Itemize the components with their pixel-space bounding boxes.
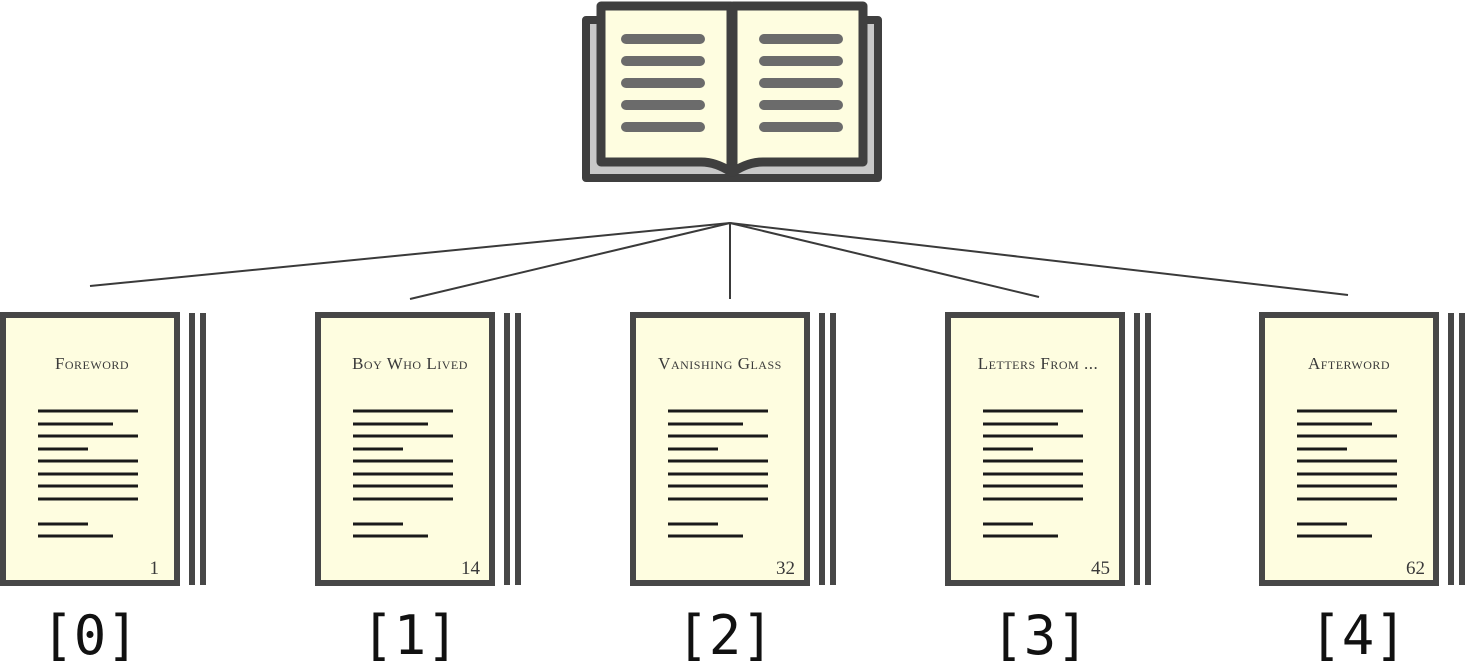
page-number: 45 — [1091, 558, 1110, 579]
page-stack-edge — [200, 313, 206, 585]
chapter-title: Vanishing Glass — [658, 354, 782, 373]
chapter-title: Letters From ... — [978, 354, 1098, 373]
page-stack-edge — [830, 313, 836, 585]
connector-1 — [409, 222, 731, 300]
page-text-lines — [38, 409, 138, 538]
page-stack-edge — [515, 313, 521, 585]
page-number: 14 — [461, 558, 481, 579]
page-sheet — [945, 312, 1125, 586]
chapter-index: [1] — [361, 604, 459, 667]
page-sheet — [0, 312, 180, 586]
page-text-lines — [668, 409, 768, 538]
chapter-index: [4] — [1309, 604, 1407, 667]
page-text-lines — [353, 409, 453, 538]
chapter-title: Foreword — [55, 354, 129, 373]
chapter-title: Afterword — [1308, 354, 1390, 373]
page-sheet — [315, 312, 495, 586]
connectors — [89, 222, 1349, 300]
chapter-index: [0] — [41, 604, 139, 667]
open-book-icon — [582, 1, 882, 182]
page-stack-edge — [1459, 313, 1465, 585]
chapter-card-0: Foreword 1 — [0, 312, 206, 586]
page-stack-edge — [1448, 313, 1454, 585]
book-text-lines — [621, 34, 843, 132]
page-stack-edge — [504, 313, 510, 585]
connector-0 — [89, 222, 731, 287]
chapter-index: [2] — [676, 604, 774, 667]
chapter-index: [3] — [991, 604, 1089, 667]
page-stack-edge — [189, 313, 195, 585]
page-number: 62 — [1406, 558, 1425, 579]
page-number: 32 — [776, 558, 795, 579]
page-number: 1 — [150, 558, 160, 579]
chapter-card-1: Boy Who Lived 14 — [315, 312, 521, 586]
page-stack-edge — [819, 313, 825, 585]
connector-3 — [729, 222, 1040, 298]
chapter-card-4: Afterword 62 — [1259, 312, 1465, 586]
page-sheet — [630, 312, 810, 586]
chapter-card-3: Letters From ... 45 — [945, 312, 1151, 586]
page-sheet — [1259, 312, 1439, 586]
page-text-lines — [1297, 409, 1397, 538]
chapter-card-2: Vanishing Glass 32 — [630, 312, 836, 586]
connector-4 — [729, 222, 1349, 296]
page-text-lines — [983, 409, 1083, 538]
chapter-title: Boy Who Lived — [352, 354, 468, 373]
page-stack-edge — [1134, 313, 1140, 585]
page-stack-edge — [1145, 313, 1151, 585]
